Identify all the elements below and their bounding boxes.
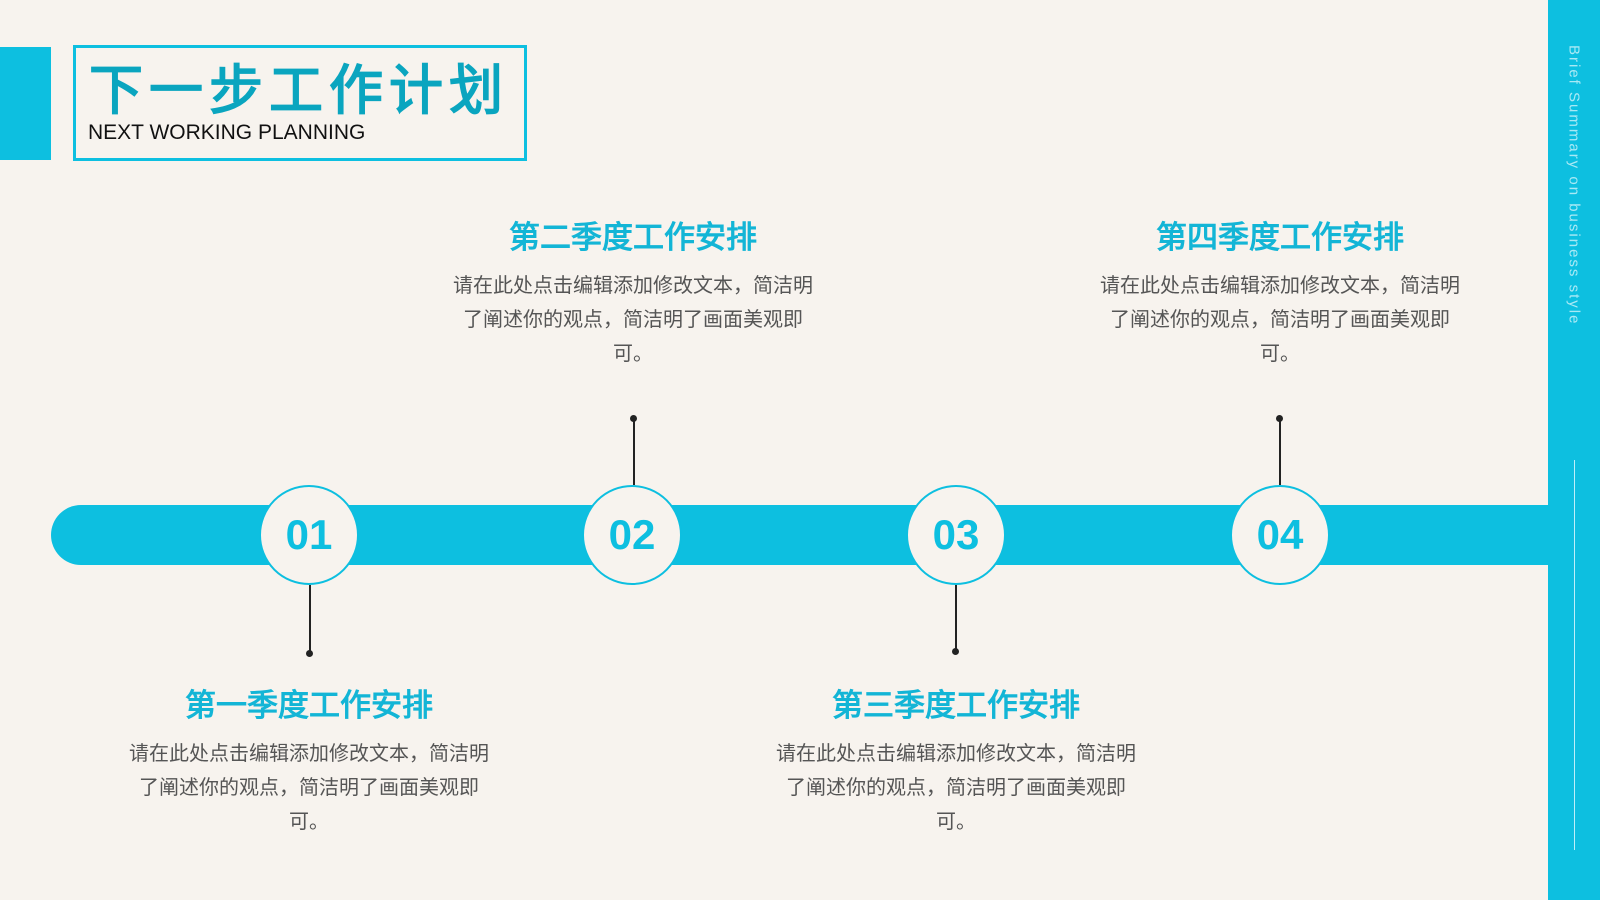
step-number: 03 xyxy=(932,511,980,558)
step-card-01: 第一季度工作安排 请在此处点击编辑添加修改文本，简洁明了阐述你的观点，简洁明了画… xyxy=(129,686,489,838)
connector-line xyxy=(1279,419,1281,485)
step-description: 请在此处点击编辑添加修改文本，简洁明了阐述你的观点，简洁明了画面美观即可。 xyxy=(453,273,813,365)
step-description: 请在此处点击编辑添加修改文本，简洁明了阐述你的观点，简洁明了画面美观即可。 xyxy=(776,741,1136,833)
step-description: 请在此处点击编辑添加修改文本，简洁明了阐述你的观点，简洁明了画面美观即可。 xyxy=(129,741,489,833)
timeline-node-04: 04 xyxy=(1230,485,1330,585)
step-number: 04 xyxy=(1256,511,1304,558)
connector-dot xyxy=(630,415,637,422)
step-title: 第二季度工作安排 xyxy=(509,220,757,256)
step-number: 02 xyxy=(608,511,656,558)
connector-line xyxy=(633,419,635,485)
timeline-node-02: 02 xyxy=(582,485,682,585)
timeline-node-03: 03 xyxy=(906,485,1006,585)
step-card-02: 第二季度工作安排 请在此处点击编辑添加修改文本，简洁明了阐述你的观点，简洁明了画… xyxy=(453,218,813,370)
step-title: 第三季度工作安排 xyxy=(832,688,1080,724)
connector-dot xyxy=(952,648,959,655)
step-title: 第四季度工作安排 xyxy=(1156,220,1404,256)
step-description: 请在此处点击编辑添加修改文本，简洁明了阐述你的观点，简洁明了画面美观即可。 xyxy=(1100,273,1460,365)
page-subtitle: NEXT WORKING PLANNING xyxy=(88,121,366,144)
step-number: 01 xyxy=(285,511,333,558)
connector-line xyxy=(955,585,957,650)
step-card-03: 第三季度工作安排 请在此处点击编辑添加修改文本，简洁明了阐述你的观点，简洁明了画… xyxy=(776,686,1136,838)
side-divider-line xyxy=(1574,460,1575,850)
left-accent-block xyxy=(0,47,51,160)
title-box: 下一步工作计划 NEXT WORKING PLANNING xyxy=(73,45,527,161)
connector-line xyxy=(309,585,311,652)
step-card-04: 第四季度工作安排 请在此处点击编辑添加修改文本，简洁明了阐述你的观点，简洁明了画… xyxy=(1100,218,1460,370)
right-side-bar: Brief Summary on business style xyxy=(1548,0,1600,900)
side-vertical-text: Brief Summary on business style xyxy=(1565,45,1583,326)
connector-dot xyxy=(1276,415,1283,422)
connector-dot xyxy=(306,650,313,657)
step-title: 第一季度工作安排 xyxy=(185,688,433,724)
page-title: 下一步工作计划 xyxy=(89,59,509,122)
timeline-node-01: 01 xyxy=(259,485,359,585)
